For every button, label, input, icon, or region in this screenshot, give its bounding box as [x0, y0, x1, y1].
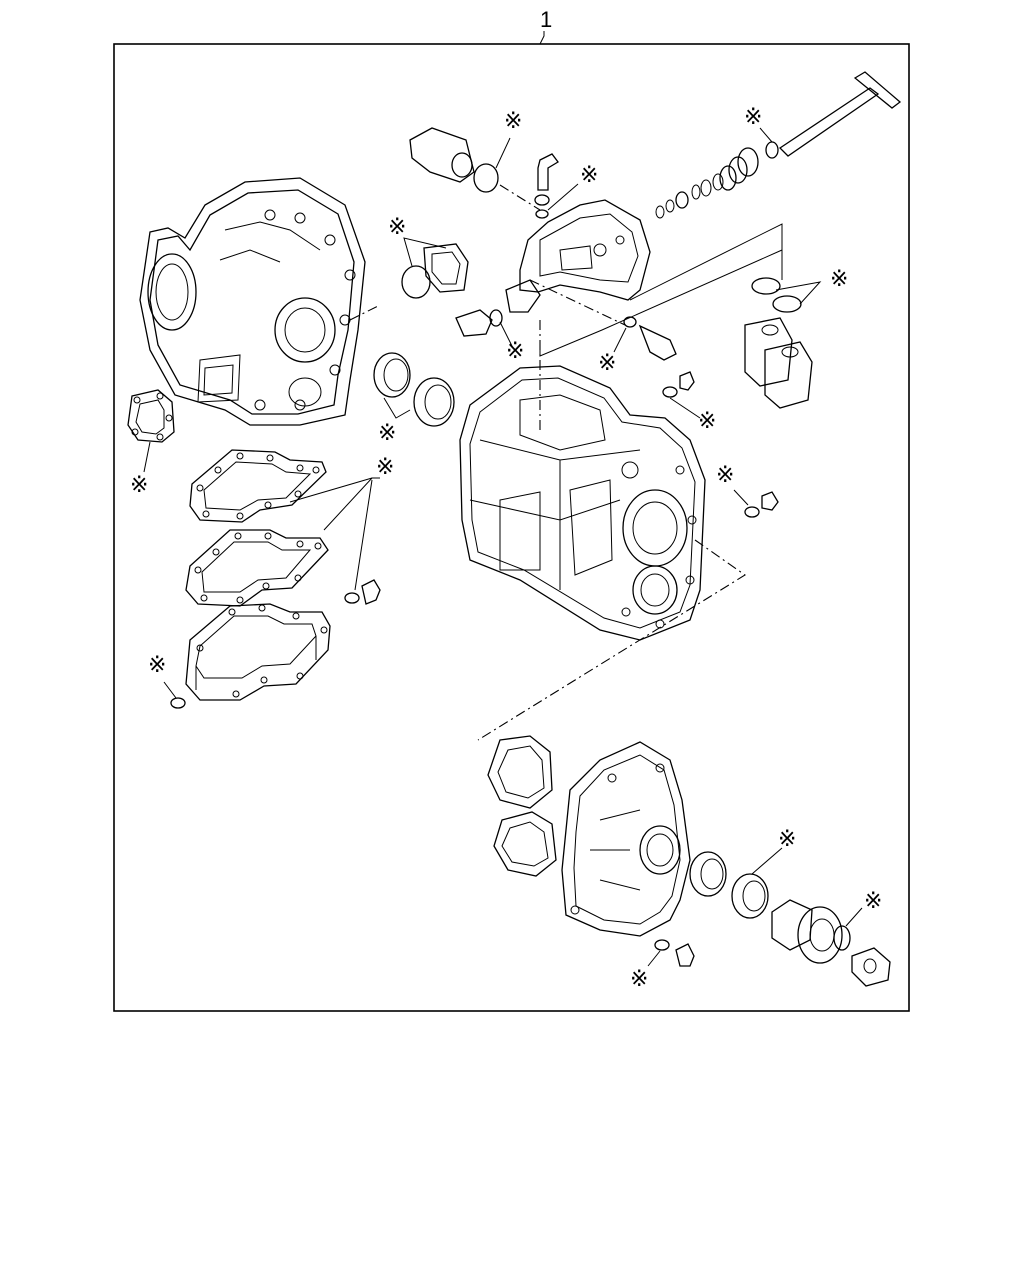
reference-marker: ※ [378, 421, 396, 446]
assembly-number-label: 1 [540, 7, 552, 32]
reference-marker: ※ [630, 967, 648, 992]
reference-marker: ※ [716, 463, 734, 488]
extension-housing [561, 741, 691, 937]
gasket-lower [185, 529, 329, 607]
shift-shaft [655, 71, 902, 219]
reference-marker: ※ [148, 653, 166, 678]
bottom-cover-plate [185, 603, 331, 701]
neutral-switch [409, 127, 499, 193]
diagram-frame [113, 43, 910, 1012]
oil-seals [373, 352, 455, 427]
reference-marker: ※ [778, 827, 796, 852]
rear-bearing-seal-flange [689, 851, 891, 987]
assembly-leader-line [539, 31, 545, 45]
reference-marker: ※ [506, 339, 524, 364]
backup-lamp-switch [623, 316, 677, 361]
cover-gasket-small [127, 389, 175, 443]
transmission-case [459, 365, 706, 641]
clutch-housing [139, 177, 366, 426]
reference-marker: ※ [598, 351, 616, 376]
reference-marker: ※ [376, 455, 394, 480]
reference-marker: ※ [830, 267, 848, 292]
reference-marker: ※ [698, 409, 716, 434]
shift-cover [519, 199, 651, 301]
reference-marker: ※ [504, 109, 522, 134]
reference-marker: ※ [388, 215, 406, 240]
solenoid-valves [744, 277, 813, 409]
reference-marker: ※ [580, 163, 598, 188]
speed-sensor [455, 279, 541, 337]
reference-marker: ※ [864, 889, 882, 914]
reference-marker: ※ [130, 473, 148, 498]
reference-marker: ※ [744, 105, 762, 130]
extension-housing-gaskets [487, 735, 557, 877]
gasket-upper [189, 449, 327, 523]
